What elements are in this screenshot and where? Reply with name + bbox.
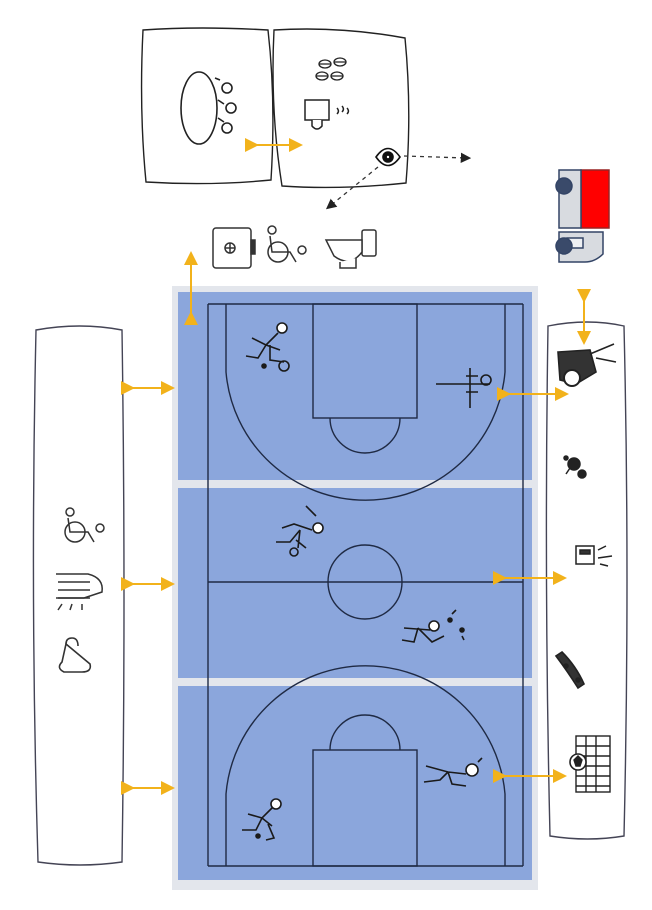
view-arrow-right	[403, 152, 472, 164]
wheelchair-icon	[267, 225, 307, 263]
right-panel	[545, 321, 628, 840]
coffee-beans-icon	[315, 57, 347, 81]
running-player-icon	[242, 798, 282, 841]
juggler-icon	[401, 609, 465, 643]
vending-machine-icon	[575, 545, 613, 567]
shower-icon	[56, 573, 103, 611]
volleyball-player-icon	[276, 505, 324, 557]
hanger-icon	[58, 637, 92, 673]
surveillance-eye-icon	[375, 147, 401, 167]
jump-player-icon	[423, 757, 483, 787]
soccer-goal-icon	[569, 735, 611, 793]
table-tennis-icon	[563, 455, 587, 479]
wheelchair-icon	[64, 507, 105, 543]
left-panel	[32, 325, 125, 866]
coffee-machine-icon	[304, 99, 350, 130]
view-arrow-down	[325, 166, 379, 210]
delivery-truck-icon	[555, 169, 610, 263]
meeting-table-icon	[180, 71, 237, 145]
tabletop-icon	[436, 368, 492, 408]
skateboard-icon	[554, 650, 586, 690]
first-aid-icon	[212, 227, 256, 269]
cafe-room	[272, 28, 410, 189]
pole-vault-icon	[557, 343, 617, 387]
center-court	[178, 488, 532, 678]
lower-half-court	[178, 686, 532, 880]
player-dribble-icon	[245, 322, 290, 372]
toilet-icon	[324, 229, 377, 269]
court	[172, 286, 538, 890]
upper-half-court	[178, 292, 532, 480]
